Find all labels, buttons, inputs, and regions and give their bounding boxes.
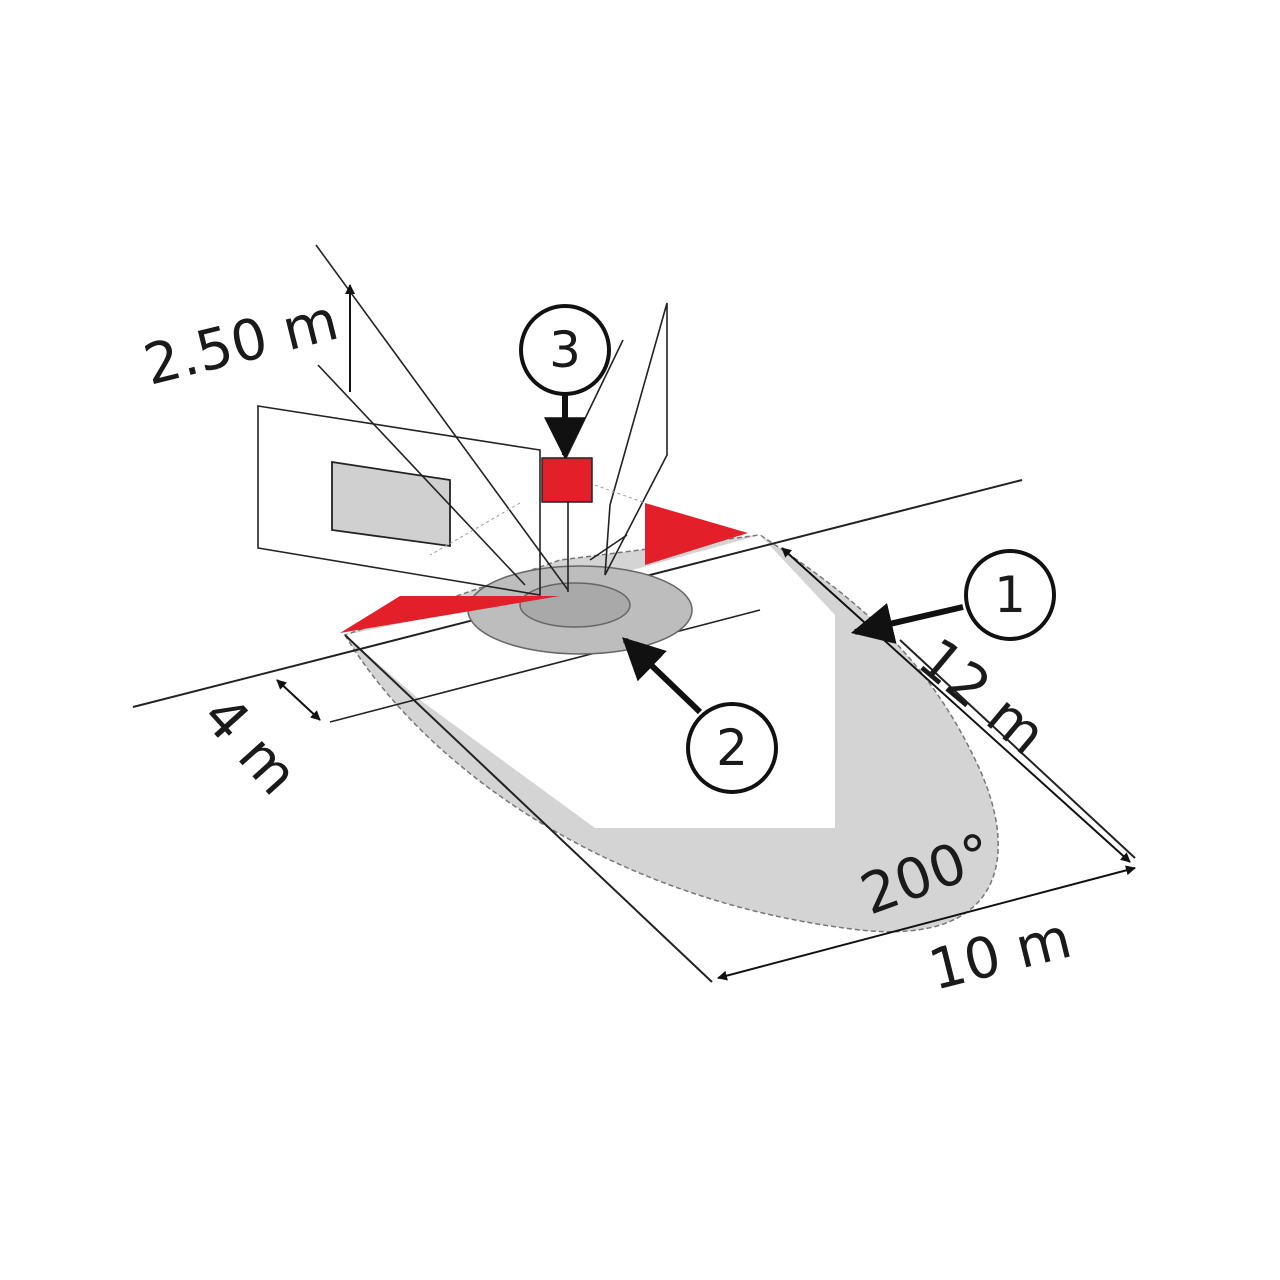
range-length-arrow: [781, 547, 1131, 863]
red-marker-left: [340, 596, 560, 633]
near-zone-core: [519, 582, 631, 628]
callout-3-circle: [519, 304, 611, 396]
width-side-arrow: [276, 679, 321, 721]
ground-dotted-1: [429, 502, 521, 556]
beam-line-2: [317, 364, 526, 586]
width-side-label: 4 m: [190, 684, 311, 808]
wall-left: [257, 405, 541, 596]
beam-line-5: [589, 534, 628, 561]
sensor: [541, 457, 593, 503]
ground-dotted-2: [594, 484, 646, 504]
beam-line-1: [315, 244, 569, 591]
callout-3-label: 3: [549, 321, 581, 379]
range-width-arrow: [717, 865, 1136, 981]
wall-window: [331, 460, 451, 548]
callout-1-label: 1: [994, 566, 1026, 624]
red-marker-right: [645, 503, 748, 565]
wall-right: [604, 302, 668, 576]
offset-line: [329, 609, 761, 723]
callout-2-label: 2: [716, 719, 748, 777]
callout-2-circle: [686, 702, 778, 794]
callout-2-arrow: [621, 637, 703, 715]
callout-1-circle: [964, 549, 1056, 641]
left-range-line: [344, 634, 713, 983]
callout-1-arrow: [850, 603, 964, 644]
height-label: 2.50 m: [138, 288, 345, 399]
